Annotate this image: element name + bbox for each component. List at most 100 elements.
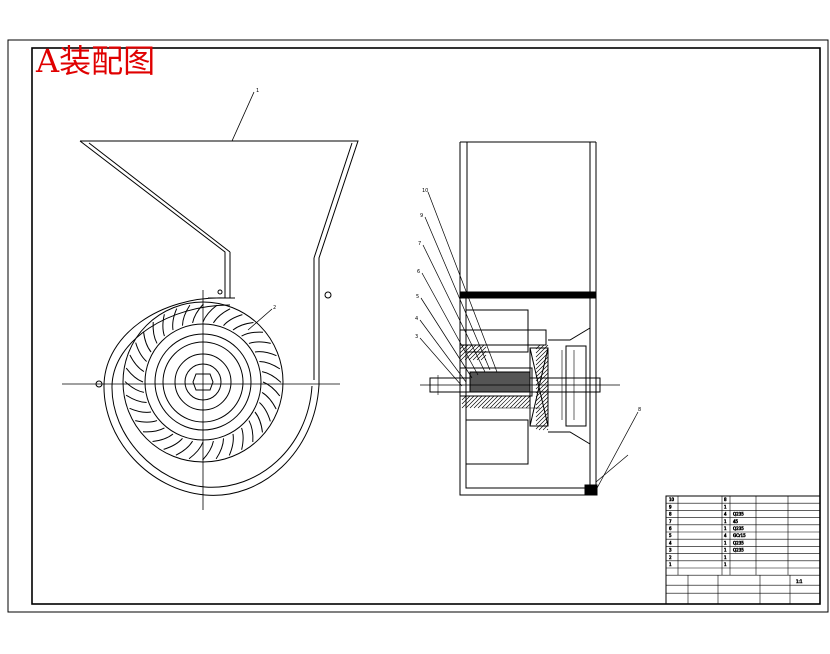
hatch-line [509,395,523,409]
hatch-line [501,395,515,409]
hatch-line [472,346,487,361]
hatch-line [469,395,483,409]
hatch-line [493,395,507,409]
section-leaders: 10 9 7 6 5 4 3 8 [415,188,641,413]
impeller-blade [162,314,165,337]
impeller-blade [188,441,204,460]
hatch-line [535,356,549,370]
hatch-line [535,404,549,418]
title-block-cell: 1 [724,562,727,567]
title-block-cell: 1 [724,540,727,545]
hatch-line [535,376,549,390]
title-block-cell: 3 [669,548,672,553]
title-block-cell: Q235 [733,548,744,553]
title-block-cell: 1 [669,562,672,567]
impeller-blade [261,391,277,410]
hatch-line [489,395,503,409]
hatch-line [485,395,499,409]
impeller-blade [152,433,174,442]
outer-border [7,39,829,613]
hatch-line [535,352,549,366]
hatch-line [546,428,549,431]
title-block-cell: 7 [669,519,672,524]
impeller-blade [202,440,214,461]
title-block-cell: 1 [724,519,727,524]
title-block-scale: 1:1 [796,579,803,584]
svg-text:7: 7 [418,241,421,247]
svg-text:10: 10 [422,188,428,194]
hatch-line [535,368,549,382]
hatch-line [459,344,465,350]
impeller-blade [125,367,144,383]
impeller-blade [129,354,145,373]
hatch-line [497,395,511,409]
impeller-blade [142,427,165,433]
title-block-cell: 45 [733,519,739,524]
hatch-line [535,372,549,386]
title-block-cell: 9 [669,504,672,509]
svg-text:6: 6 [417,269,420,275]
hatch-line [461,395,467,401]
hatch-line [473,395,487,409]
hatch-line [461,395,475,409]
hatch-line [468,344,485,361]
title-block-cell: 4 [669,540,672,545]
hatch-line [542,424,549,431]
title-block-cell: GCr15 [733,533,746,538]
impeller-blade [124,381,145,393]
hatch-line [460,344,477,361]
svg-text:3: 3 [415,334,418,340]
hatch-line [535,412,549,426]
title-block-cell: 1 [724,555,727,560]
hatch-line [480,354,487,361]
svg-text:9: 9 [420,213,423,219]
hatch-line [535,392,549,406]
hatch-line [535,380,549,394]
hatch-line [535,344,541,350]
title-block-cell: Q235 [733,540,744,545]
hatch-line [535,408,549,422]
title-block-cell: Q235 [733,512,744,517]
title-block-cell: 2 [669,555,672,560]
hatch-line [535,400,549,414]
hatch-line [525,403,531,409]
impeller-blade [143,331,152,353]
hatch-line [535,416,549,430]
hatch-line [459,344,473,358]
section-view [419,141,639,496]
impeller-blade [262,381,281,397]
impeller-blade [254,411,263,433]
hatch-line [477,395,491,409]
title-block-cell: 6 [669,526,672,531]
impeller-blade [202,304,218,323]
hatching [459,344,549,431]
title-block-cell: 4 [724,533,727,538]
hatch-line [535,344,545,354]
impeller-blade [192,303,204,324]
title-block-cell: 1 [724,504,727,509]
hatch-line [535,348,549,362]
top-plate [459,291,597,299]
impeller-blade [241,331,264,337]
svg-text:8: 8 [638,407,641,413]
front-leader-1: 1 [256,88,259,94]
impeller-blade [248,341,271,344]
inner-border [31,47,821,605]
hatch-line [535,384,549,398]
impeller-blade [129,407,152,413]
svg-text:4: 4 [415,316,418,322]
impeller-blade [259,360,281,370]
title-block-cell: 1 [724,526,727,531]
impeller-blade [212,308,231,324]
hatch-line [535,364,549,378]
hatch-line [538,420,549,431]
title-block-cell: 4 [724,512,727,517]
hatch-line [521,399,531,409]
impeller-blade [228,433,234,456]
title-block-cell: 1 [724,548,727,553]
impeller-blade [248,420,254,443]
impeller-blade [163,438,183,450]
hatch-line [481,395,495,409]
